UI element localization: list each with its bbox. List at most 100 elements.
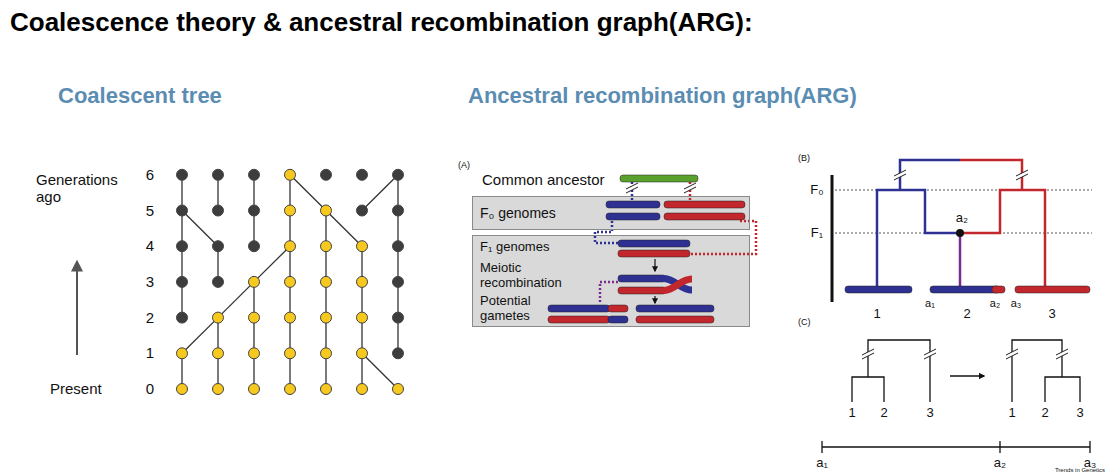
box-fill: [472, 196, 750, 230]
ancestor-dot: [249, 384, 260, 395]
chromosome-bar: [1015, 286, 1090, 293]
ancestor-dot: [285, 276, 296, 287]
graph-edge: [960, 160, 1022, 190]
lineage-dot: [177, 276, 188, 287]
ancestor-dot: [357, 241, 368, 252]
lineage-dot: [249, 205, 260, 216]
ancestor-dot: [249, 312, 260, 323]
chromosome-bar: [992, 286, 1005, 293]
chromosome-bar: [606, 201, 660, 208]
lineage-path: [690, 221, 756, 254]
ancestor-dot: [393, 384, 404, 395]
generation-line: [835, 190, 1092, 191]
ancestor-label: Common ancestor: [482, 171, 605, 188]
ancestor-dot: [357, 348, 368, 359]
ancestor-dot: [213, 384, 224, 395]
break-mark: [1056, 353, 1068, 359]
ancestor-dot: [285, 384, 296, 395]
panel-letter: (A): [458, 160, 470, 170]
position-label: a₁: [925, 297, 935, 310]
leaf-number: 3: [1076, 406, 1083, 421]
chromosome-bar: [548, 305, 610, 312]
chromosome-bar: [606, 213, 660, 220]
break-mark: [626, 183, 638, 193]
axis-tick: [1089, 441, 1090, 453]
ancestor-dot: [285, 169, 296, 180]
chromosome-bar: [618, 250, 690, 257]
ancestor-dot: [321, 276, 332, 287]
lineage-dot: [177, 169, 188, 180]
process-arrow: [654, 296, 655, 303]
lineage-dot: [321, 169, 332, 180]
leaf-number: 2: [1041, 406, 1048, 421]
chromosome-bar: [548, 316, 610, 323]
ancestor-dot: [285, 205, 296, 216]
box-label: Potential gametes: [480, 294, 550, 324]
break-mark: [684, 183, 696, 193]
box-label: Meiotic recombination: [480, 261, 590, 291]
break-mark: [1006, 349, 1018, 359]
break-mark: [894, 170, 906, 180]
break-mark: [924, 349, 936, 359]
leaf-number: 1: [848, 406, 855, 421]
node-label: a₂: [956, 211, 968, 226]
lineage-dot: [393, 348, 404, 359]
generation-number: 1: [146, 345, 154, 362]
transition-arrow: [950, 375, 984, 376]
recombination-node: [956, 229, 964, 237]
process-arrow: [654, 259, 655, 271]
lineage-line: [182, 318, 218, 354]
position-label: a₃: [1011, 297, 1022, 310]
graph-edge: [877, 190, 960, 286]
lineage-dot: [393, 276, 404, 287]
ancestor-dot: [357, 384, 368, 395]
crossover-arm: [664, 279, 692, 291]
lineage-dot: [249, 241, 260, 252]
ancestor-dot: [285, 312, 296, 323]
lineage-dot: [393, 169, 404, 180]
box-label: F₁ genomes: [480, 240, 549, 255]
generation-number: 5: [146, 202, 154, 219]
time-axis: [831, 175, 834, 302]
coalescent-tree: [177, 169, 404, 394]
lineage-dot: [177, 312, 188, 323]
panel-b: [832, 160, 1092, 302]
lineage-path: [600, 282, 618, 303]
leaf-number: 2: [880, 406, 887, 421]
genome-box: F₀ genomes: [472, 196, 750, 230]
graph-edge: [900, 160, 960, 190]
tree-branch: [852, 377, 884, 402]
panel-heading: Ancestral recombination graph(ARG): [468, 83, 857, 108]
generation-number: 3: [146, 273, 154, 290]
time-arrow: [76, 262, 78, 355]
lineage-dot: [213, 241, 224, 252]
break-mark: [1006, 353, 1018, 359]
lineage-dot: [393, 241, 404, 252]
ancestor-dot: [249, 348, 260, 359]
generation-number: 4: [146, 238, 154, 255]
axis-label: Generations ago: [36, 171, 131, 206]
chromosome-bar: [608, 316, 628, 323]
lineage-path: [689, 182, 692, 201]
chromosome-bar: [845, 286, 912, 293]
lineage-dot: [393, 312, 404, 323]
ancestor-dot: [321, 205, 332, 216]
box-fill: [472, 235, 750, 327]
panel-a: [472, 175, 756, 327]
ancestor-dot: [321, 348, 332, 359]
chromosome-bar: [636, 305, 714, 312]
position-label: a₂: [994, 456, 1006, 471]
ancestor-dot: [249, 276, 260, 287]
ancestor-dot: [213, 312, 224, 323]
ancestor-dot: [285, 348, 296, 359]
page-title: Coalescence theory & ancestral recombina…: [10, 8, 753, 38]
lineage-line: [182, 211, 218, 247]
chromosome-bar: [620, 175, 698, 182]
chromosome-bar: [608, 305, 628, 312]
tree-branch: [1045, 377, 1080, 402]
lineage-dot: [213, 205, 224, 216]
lineage-line: [218, 282, 254, 318]
generation-number: 0: [146, 380, 154, 397]
